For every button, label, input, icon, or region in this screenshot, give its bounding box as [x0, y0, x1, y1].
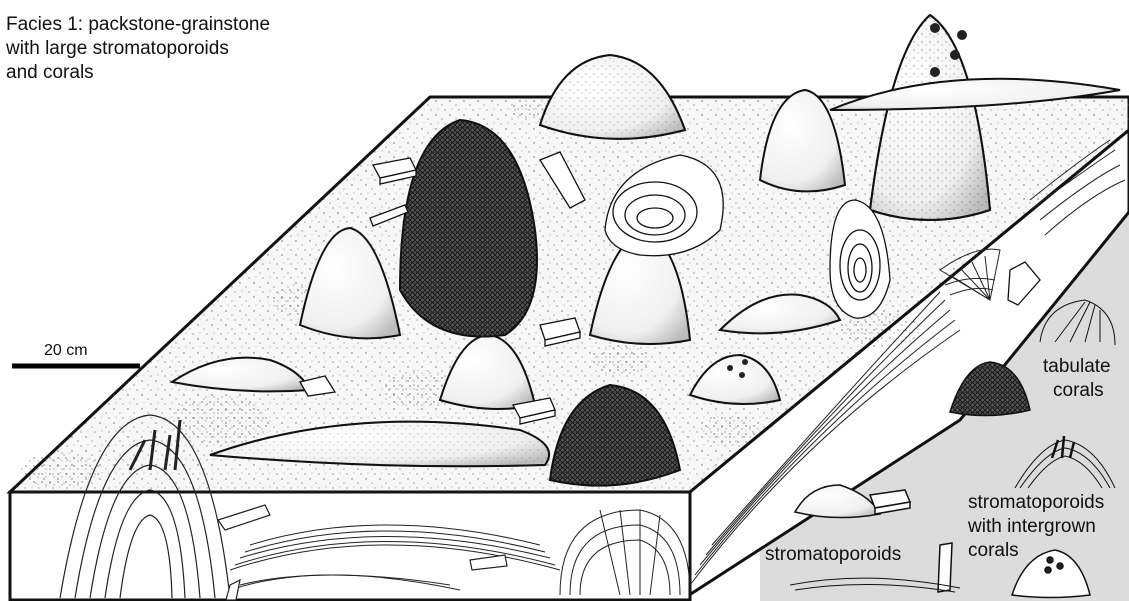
scale-bar-label: 20 cm: [44, 342, 88, 359]
title-line-3: and corals: [6, 62, 94, 83]
legend-intergrown-label-3: corals: [968, 540, 1019, 561]
legend-tabulate-label-2: corals: [1053, 380, 1104, 401]
legend-stromatoporoids-label: stromatoporoids: [765, 544, 901, 565]
title-line-2: with large stromatoporoids: [5, 38, 229, 59]
title-line-1: Facies 1: packstone-grainstone: [6, 14, 270, 35]
legend-intergrown-label-2: with intergrown: [967, 516, 1096, 537]
legend-intergrown-label-1: stromatoporoids: [968, 492, 1104, 513]
legend-tabulate-label-1: tabulate: [1043, 356, 1111, 377]
